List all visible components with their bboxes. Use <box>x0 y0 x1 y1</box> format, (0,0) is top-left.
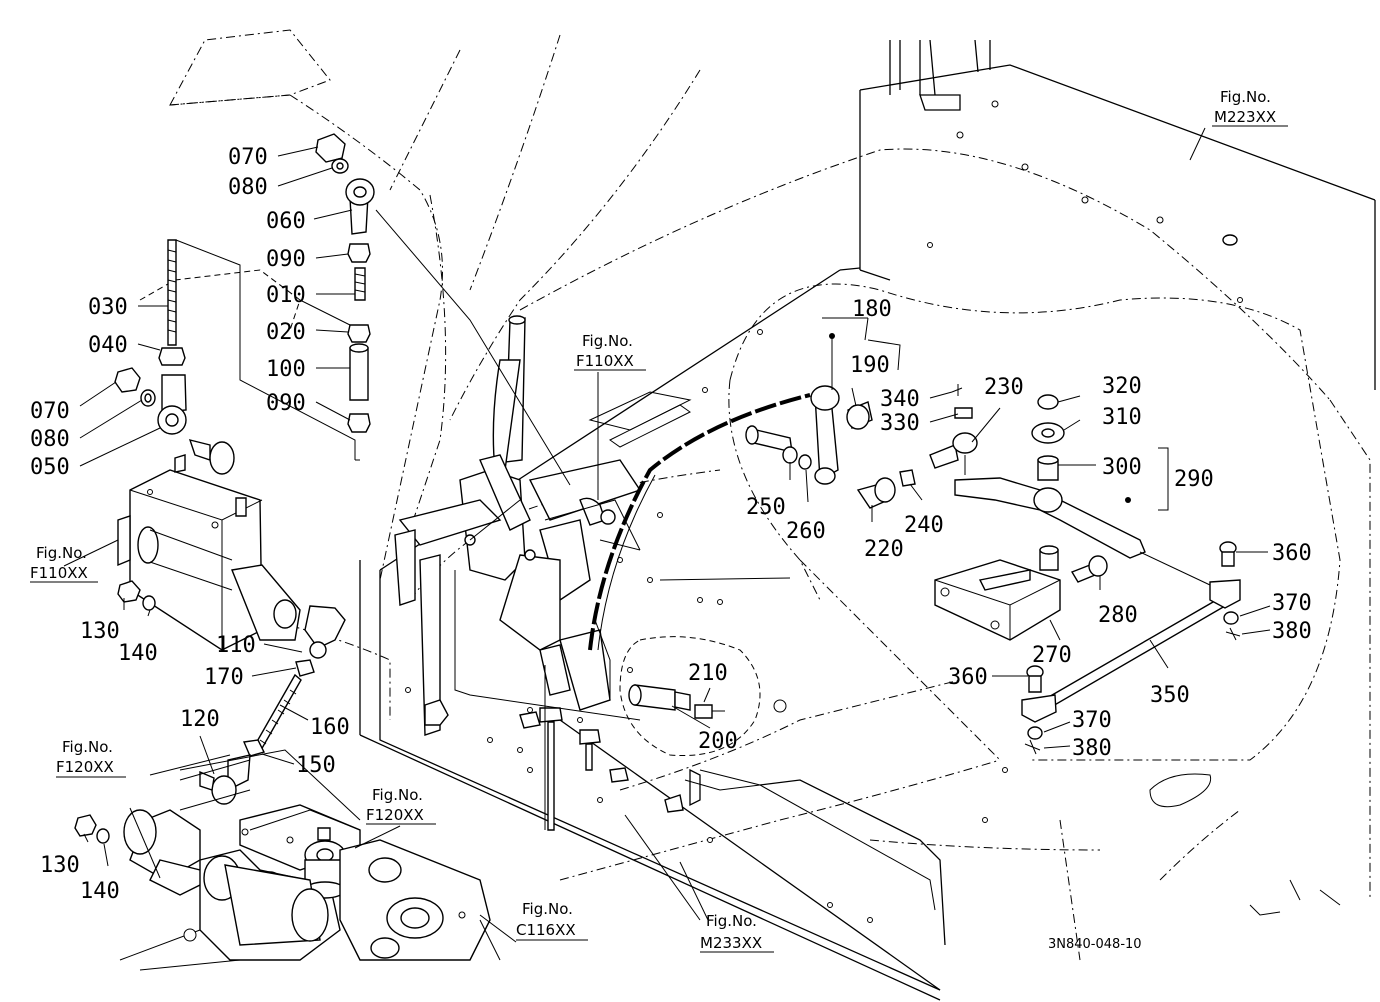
floor-plate <box>359 267 1212 1001</box>
fig-ref-underlines <box>30 125 1288 953</box>
part-label: 140 <box>118 641 158 666</box>
part-label: 360 <box>948 665 988 690</box>
part-label: 280 <box>1098 603 1138 628</box>
fig-ref-label: Fig.No. <box>36 544 87 562</box>
part-label: 380 <box>1272 619 1312 644</box>
fig-ref-label: Fig.No. <box>582 332 633 350</box>
part-label: 050 <box>30 455 70 480</box>
part-label: 030 <box>88 295 128 320</box>
part-label: 120 <box>180 707 220 732</box>
part-label: 350 <box>1150 683 1190 708</box>
fig-ref-number: M223XX <box>1214 108 1276 126</box>
part-label: 070 <box>228 145 268 170</box>
part-label: 210 <box>688 661 728 686</box>
upper-right-link <box>745 333 978 509</box>
fig-ref-number: F120XX <box>56 758 114 776</box>
part-label: 110 <box>216 633 256 658</box>
part-label: 340 <box>880 387 920 412</box>
part-label: 010 <box>266 283 306 308</box>
transmission-housing <box>119 749 501 971</box>
rod-350-group <box>1021 541 1241 755</box>
lever-290-group <box>934 394 1146 641</box>
part-label: 090 <box>266 247 306 272</box>
part-label: 290 <box>1174 467 1214 492</box>
part-label: 140 <box>80 879 120 904</box>
part-label: 240 <box>904 513 944 538</box>
fig-references: Fig.No. M223XX Fig.No. F110XX Fig.No. F1… <box>30 88 1276 952</box>
part-label: 130 <box>80 619 120 644</box>
part-label: 370 <box>1072 708 1112 733</box>
part-label: 170 <box>204 665 244 690</box>
fig-ref-label: Fig.No. <box>706 912 757 930</box>
part-label: 260 <box>786 519 826 544</box>
part-label: 300 <box>1102 455 1142 480</box>
lower-right-plate <box>684 768 1341 946</box>
control-cable <box>588 393 811 651</box>
right-side-panel <box>859 39 1376 390</box>
part-label: 250 <box>746 495 786 520</box>
drawing-code: 3N840-048-10 <box>1048 937 1142 952</box>
fig-ref-label: Fig.No. <box>522 900 573 918</box>
part-label: 150 <box>296 753 336 778</box>
fig-ref-number: F110XX <box>30 564 88 582</box>
column-parts <box>315 133 571 486</box>
part-label: 080 <box>228 175 268 200</box>
fig-ref-label: Fig.No. <box>62 738 113 756</box>
part-label: 320 <box>1102 374 1142 399</box>
part-labels: 070 080 060 090 010 020 100 090 030 040 … <box>30 145 1312 904</box>
center-studs <box>454 570 684 831</box>
fig-ref-label: Fig.No. <box>372 786 423 804</box>
part-label: 040 <box>88 333 128 358</box>
part-label: 370 <box>1272 591 1312 616</box>
part-label: 380 <box>1072 736 1112 761</box>
part-label: 160 <box>310 715 350 740</box>
part-label: 230 <box>984 375 1024 400</box>
part-label: 130 <box>40 853 80 878</box>
fig-ref-number: C116XX <box>516 921 576 939</box>
part-label: 310 <box>1102 405 1142 430</box>
part-label: 080 <box>30 427 70 452</box>
left-linkage-assembly <box>74 239 371 896</box>
part-label: 090 <box>266 391 306 416</box>
part-label: 190 <box>850 353 890 378</box>
part-label: 180 <box>852 297 892 322</box>
shift-lever-assembly <box>394 315 642 736</box>
part-label: 360 <box>1272 541 1312 566</box>
part-label: 220 <box>864 537 904 562</box>
fig-ref-number: F120XX <box>366 806 424 824</box>
fig-ref-label: Fig.No. <box>1220 88 1271 106</box>
pin-bolt-group <box>619 636 761 757</box>
part-label: 020 <box>266 320 306 345</box>
part-label: 330 <box>880 411 920 436</box>
part-label: 200 <box>698 729 738 754</box>
fig-ref-number: F110XX <box>576 352 634 370</box>
fig-ref-number: M233XX <box>700 934 762 952</box>
part-label: 070 <box>30 399 70 424</box>
leader-lines <box>63 127 1271 943</box>
part-label: 060 <box>266 209 306 234</box>
part-label: 270 <box>1032 643 1072 668</box>
part-label: 100 <box>266 357 306 382</box>
